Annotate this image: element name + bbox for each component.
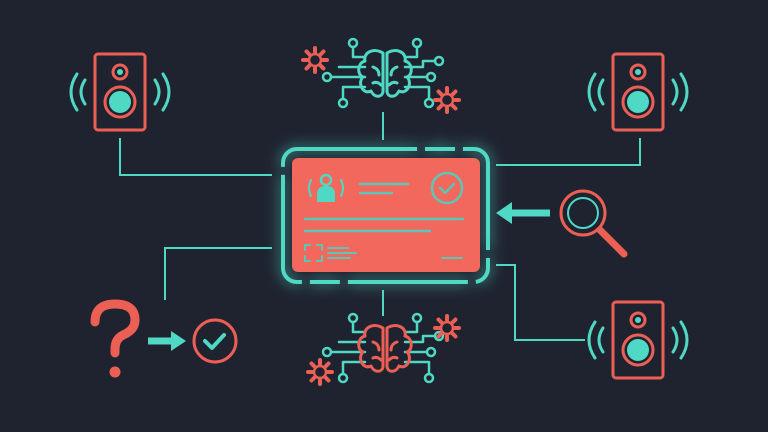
speaker-icon (587, 52, 689, 132)
brain-circuit-icon (321, 37, 445, 109)
check-circle-icon (430, 171, 464, 205)
check-circle-icon (192, 318, 238, 364)
gear-icon (301, 46, 329, 74)
arrow-left-icon (496, 202, 550, 224)
question-mark-icon (90, 299, 140, 378)
scan-icon (304, 244, 323, 262)
brain-circuit-icon (321, 312, 445, 384)
gear-icon (433, 314, 461, 342)
assistant-card (281, 147, 490, 284)
user-voice-icon (308, 173, 344, 202)
magnifier-icon (559, 189, 628, 258)
connector-lines (119, 112, 641, 341)
speaker-icon (69, 52, 171, 132)
gear-icon (433, 86, 461, 114)
speaker-icon (587, 300, 689, 380)
arrow-right-icon (148, 331, 186, 351)
gear-icon (306, 358, 334, 386)
